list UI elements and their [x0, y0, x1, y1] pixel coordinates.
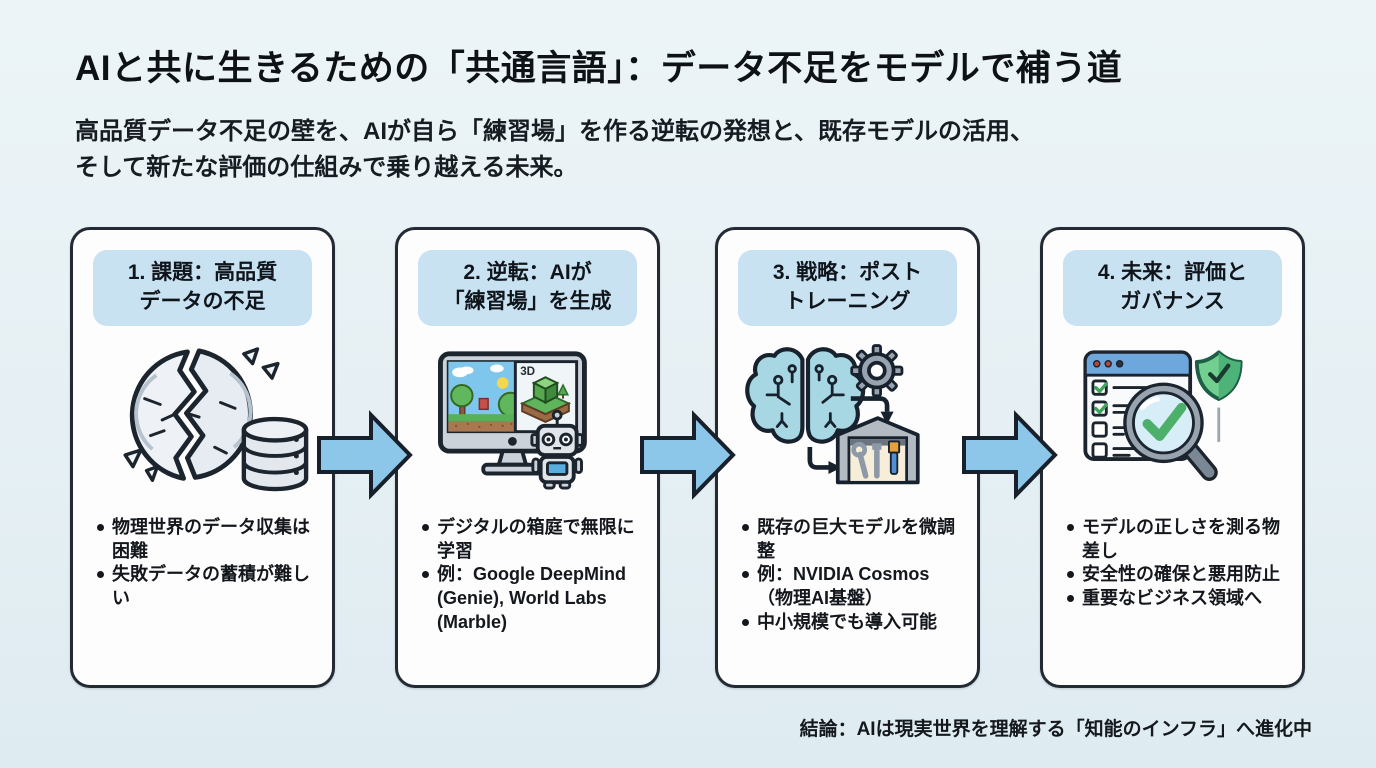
page-title: AIと共に生きるための「共通言語」：データ不足をモデルで補う道	[75, 49, 1123, 88]
bullet-item: 物理世界のデータ収集は困難	[95, 516, 318, 564]
monitor-3d-label: 3D	[520, 365, 535, 378]
game-2d-scene	[447, 361, 515, 432]
garage-workshop-icon	[835, 416, 920, 485]
brain-gear-workshop-icon	[718, 332, 977, 508]
flow-elbow-arrows	[807, 396, 894, 474]
simulation-monitor-robot-icon: 3D	[398, 332, 657, 508]
flow-arrow-icon-2	[640, 410, 736, 500]
card-3-header-line-2: トレーニング	[784, 289, 911, 313]
bullet-item: 例：Google DeepMind (Genie), World Labs (M…	[420, 563, 643, 634]
card-3-header: 3. 戦略：ポスト トレーニング	[738, 250, 957, 326]
card-3-bullet-list: 既存の巨大モデルを微調整 例：NVIDIA Cosmos（物理AI基盤） 中小規…	[718, 516, 977, 635]
card-1-challenge: 1. 課題：高品質 データの不足	[70, 227, 335, 688]
card-1-header-line-1: 1. 課題：高品質	[127, 261, 278, 284]
card-1-header-line-2: データの不足	[139, 289, 266, 313]
card-1-bullet-list: 物理世界のデータ収集は困難 失敗データの蓄積が難しい	[73, 516, 332, 611]
subtitle-line-1: 高品質データ不足の壁を、AIが自ら「練習場」を作る逆転の発想と、既存モデルの活用…	[75, 118, 1035, 145]
gear-icon	[849, 344, 903, 398]
bullet-item: 既存の巨大モデルを微調整	[740, 516, 963, 564]
bullet-item: 安全性の確保と悪用防止	[1065, 563, 1288, 587]
game-3d-scene: 3D	[519, 365, 571, 423]
magnifier-check-icon	[1122, 382, 1218, 481]
card-4-future: 4. 未来：評価と ガバナンス	[1040, 227, 1305, 688]
card-4-header: 4. 未来：評価と ガバナンス	[1063, 250, 1282, 326]
conclusion-text: 結論：AIは現実世界を理解する「知能のインフラ」へ進化中	[799, 719, 1312, 740]
bullet-item: モデルの正しさを測る物差し	[1065, 516, 1288, 564]
brain-icon	[744, 347, 865, 444]
card-2-header: 2. 逆転：AIが 「練習場」を生成	[418, 250, 637, 326]
bullet-item: 失敗データの蓄積が難しい	[95, 563, 318, 611]
card-3-header-line-1: 3. 戦略：ポスト	[772, 261, 923, 284]
flow-arrow-icon-1	[317, 410, 413, 500]
shield-check-icon	[1194, 350, 1243, 401]
checklist-magnifier-shield-icon	[1043, 332, 1302, 508]
card-3-strategy: 3. 戦略：ポスト トレーニング	[715, 227, 980, 688]
bullet-item: 例：NVIDIA Cosmos（物理AI基盤）	[740, 563, 963, 611]
card-2-bullet-list: デジタルの箱庭で無限に学習 例：Google DeepMind (Genie),…	[398, 516, 657, 635]
page-subtitle: 高品質データ不足の壁を、AIが自ら「練習場」を作る逆転の発想と、既存モデルの活用…	[75, 114, 1175, 185]
robot-icon	[529, 409, 584, 490]
card-1-header: 1. 課題：高品質 データの不足	[93, 250, 312, 326]
bullet-item: 重要なビジネス領域へ	[1065, 587, 1288, 611]
card-4-header-line-2: ガバナンス	[1120, 289, 1225, 313]
bullet-item: デジタルの箱庭で無限に学習	[420, 516, 643, 564]
cracked-globe-icon	[122, 347, 280, 482]
card-2-header-line-1: 2. 逆転：AIが	[463, 261, 592, 284]
broken-globe-database-icon	[73, 332, 332, 508]
subtitle-line-2: そして新たな評価の仕組みで乗り越える未来。	[75, 153, 578, 181]
card-4-header-line-1: 4. 未来：評価と	[1097, 261, 1248, 284]
card-2-reversal: 2. 逆転：AIが 「練習場」を生成	[395, 227, 660, 688]
flow-arrow-icon-3	[962, 410, 1058, 500]
database-icon	[241, 416, 308, 492]
card-2-header-line-2: 「練習場」を生成	[443, 289, 612, 313]
card-4-bullet-list: モデルの正しさを測る物差し 安全性の確保と悪用防止 重要なビジネス領域へ	[1043, 516, 1302, 611]
bullet-item: 中小規模でも導入可能	[740, 611, 963, 635]
tools-icon	[850, 440, 900, 479]
